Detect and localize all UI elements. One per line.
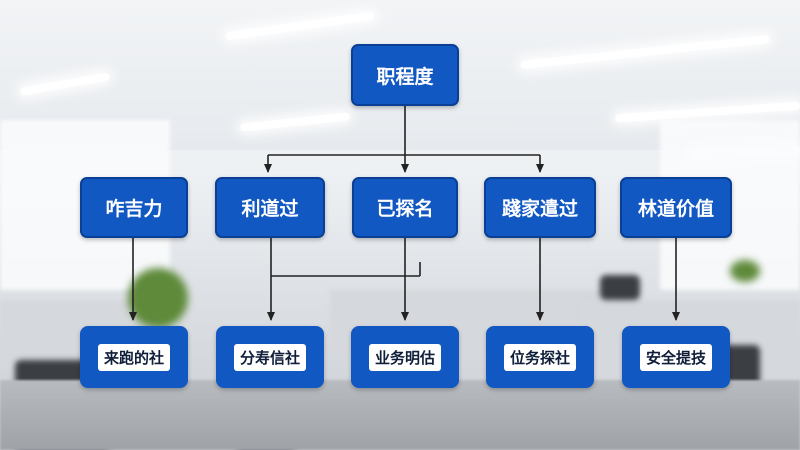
level2-node-2: 分寿信社 <box>216 326 324 388</box>
level2-node-3: 业务明估 <box>351 326 459 388</box>
level2-node-3-label: 业务明估 <box>368 343 441 371</box>
level2-node-4: 位务探社 <box>486 326 594 388</box>
level2-node-4-label: 位务探社 <box>503 343 576 371</box>
level1-node-3-label: 已探名 <box>376 198 434 220</box>
level1-node-1-label: 咋吉力 <box>105 198 163 220</box>
level1-node-1: 咋吉力 <box>80 177 188 238</box>
level2-node-5-label: 安全提技 <box>639 343 712 371</box>
level1-node-3: 已探名 <box>352 177 458 238</box>
level1-node-5: 林道价值 <box>620 177 732 238</box>
level1-node-2-label: 利道过 <box>241 198 299 220</box>
level2-node-2-label: 分寿信社 <box>233 343 306 371</box>
level1-node-4: 踐家遣过 <box>484 177 596 238</box>
level1-node-5-label: 林道价值 <box>637 198 714 220</box>
level2-node-1-label: 来跑的社 <box>97 343 170 371</box>
level2-node-5: 安全提技 <box>622 326 730 388</box>
level1-node-2: 利道过 <box>215 177 325 238</box>
level2-node-1: 来跑的社 <box>80 326 188 388</box>
level1-node-4-label: 踐家遣过 <box>501 198 578 220</box>
root-node-label: 职程度 <box>376 65 434 88</box>
root-node: 职程度 <box>351 44 459 106</box>
